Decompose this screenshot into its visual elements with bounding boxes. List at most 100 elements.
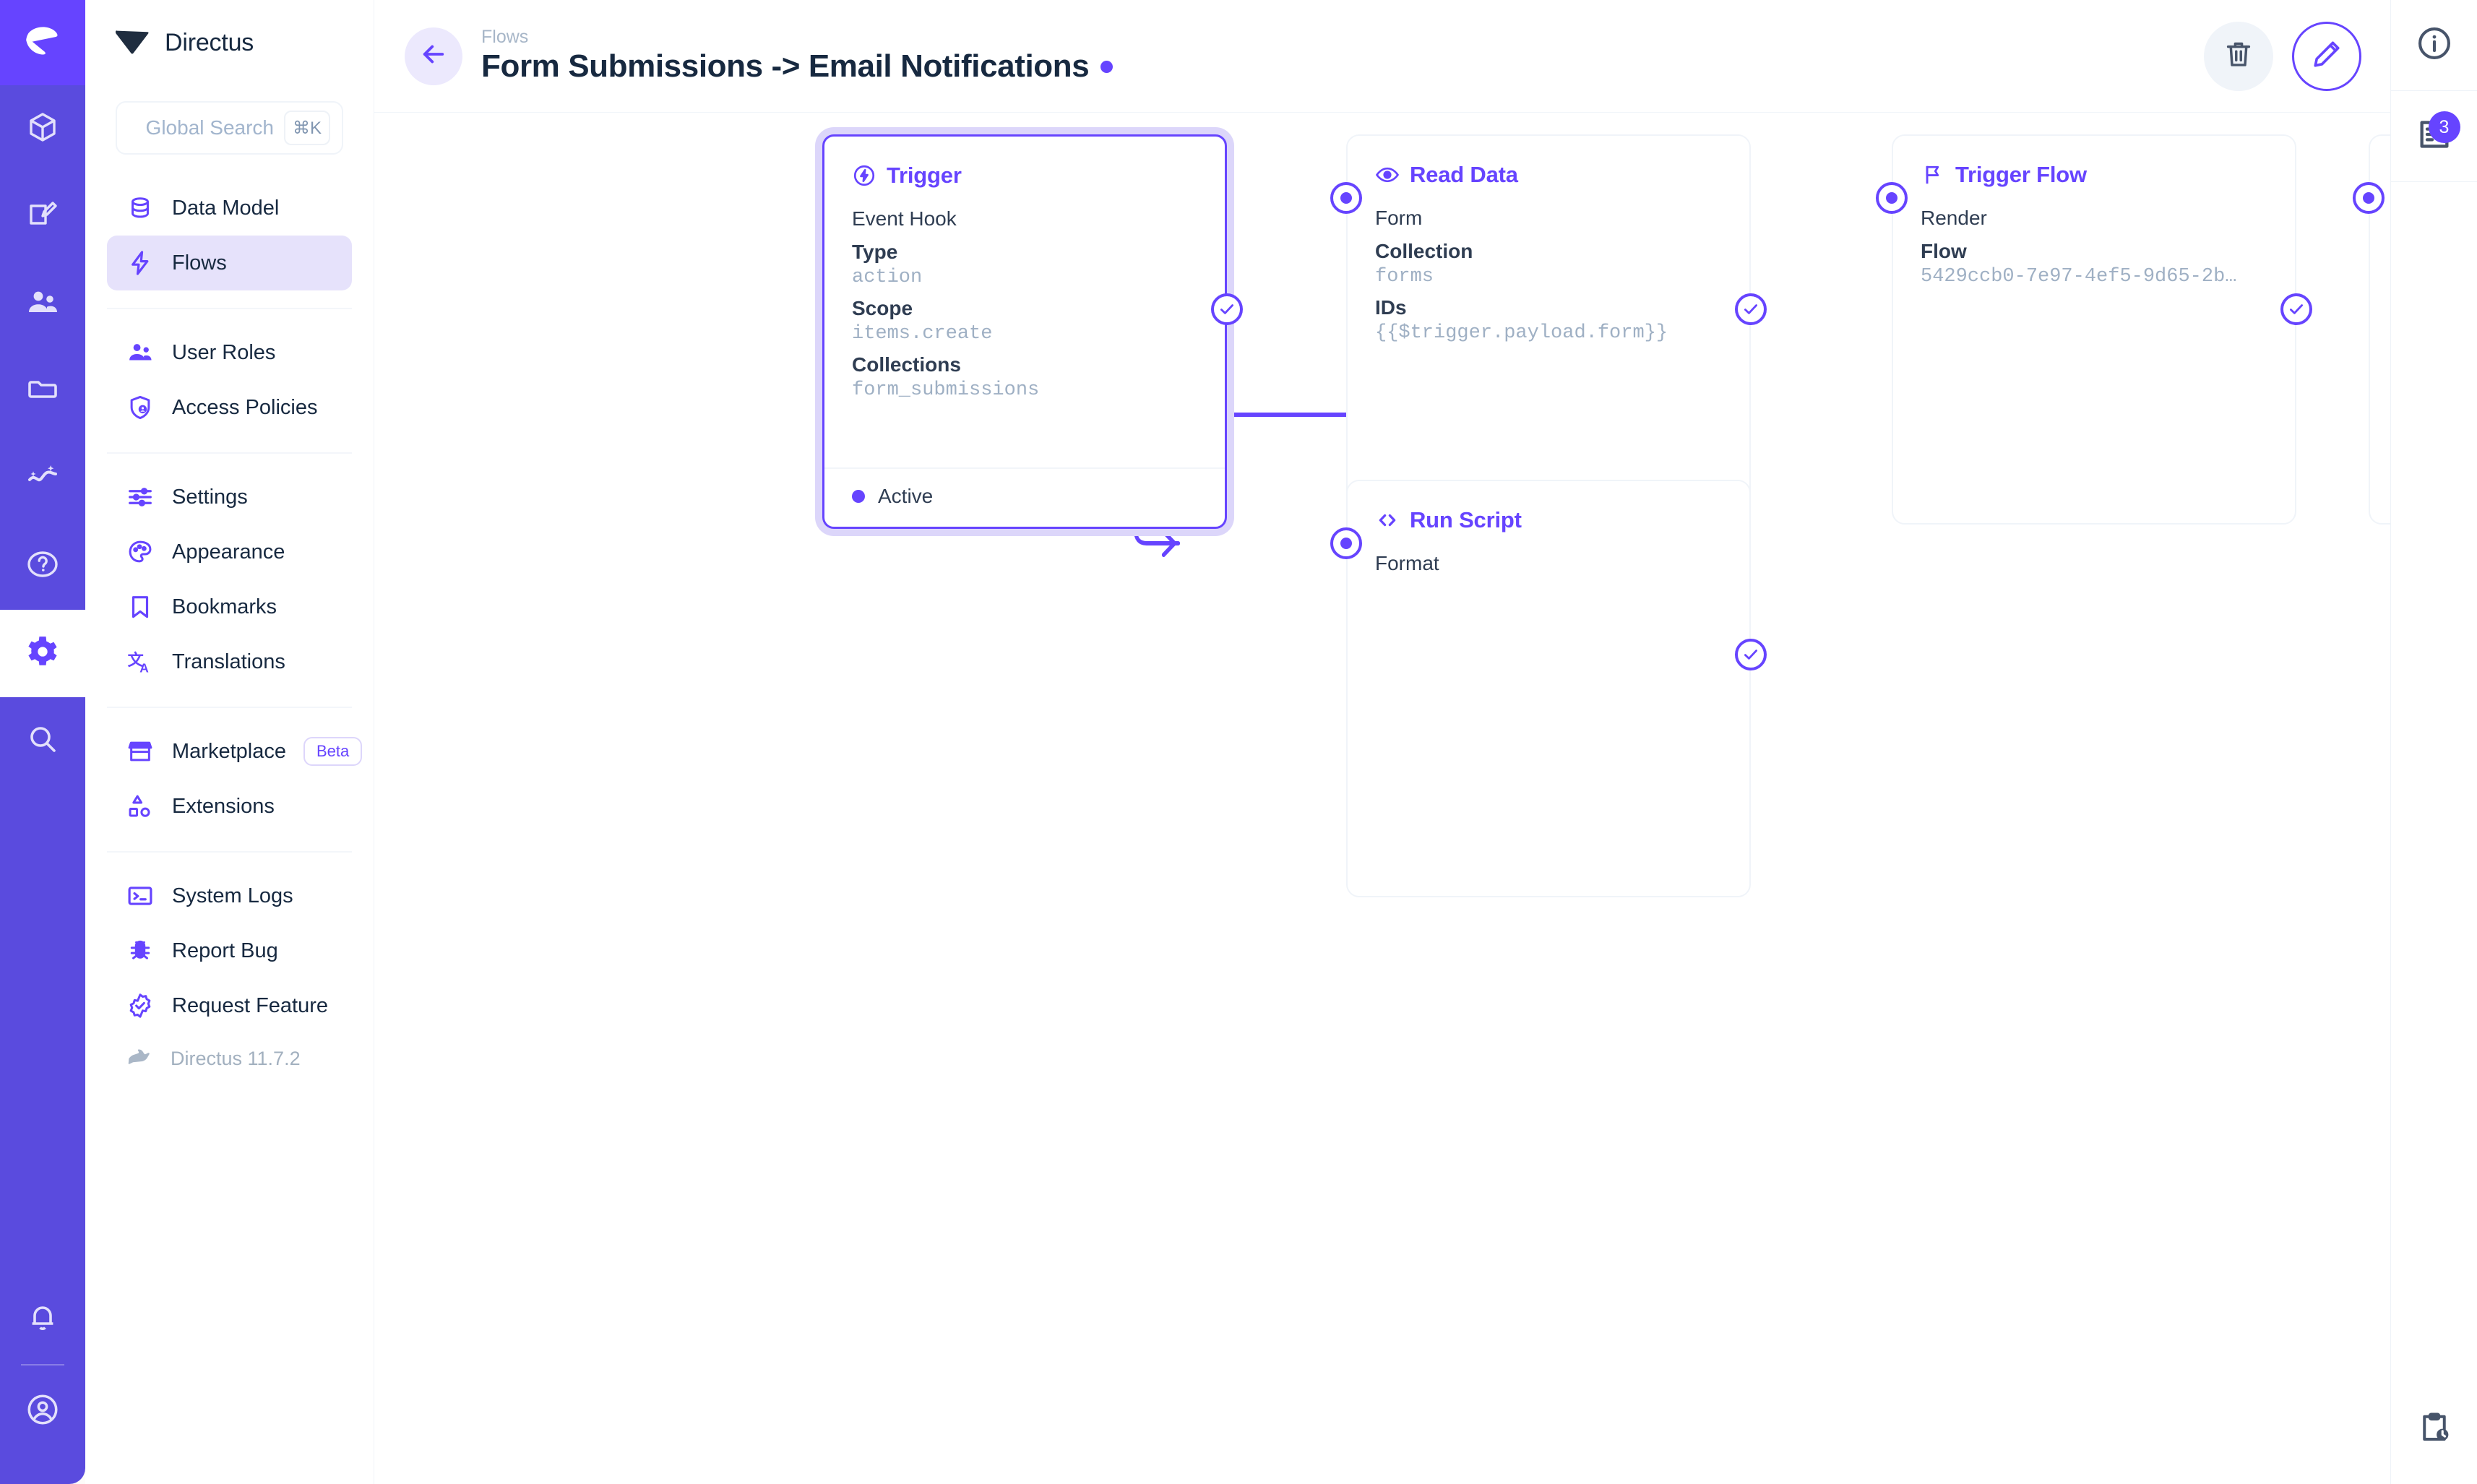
node-title: Trigger Flow [1955,162,2087,187]
bell-icon [25,1300,60,1338]
flow-logs-button[interactable]: 3 [2390,91,2477,182]
users-icon [126,338,155,367]
port-input-trigger-flow-send[interactable] [2353,182,2385,214]
svg-text:A: A [139,660,149,675]
sidebar-item-label: Access Policies [172,395,318,419]
sidebar-item-label: Data Model [172,196,280,220]
brand-name: Directus [165,28,254,56]
flow-node-run-script[interactable]: Run Script Format [1346,480,1751,897]
sidebar-item-settings[interactable]: Settings [107,470,352,525]
activity-history-button[interactable] [2391,1376,2477,1484]
sidebar-item-extensions[interactable]: Extensions [107,779,352,834]
port-dot [1340,192,1352,204]
field-label: Collections [852,353,961,376]
port-input-trigger-flow-render[interactable] [1876,182,1908,214]
directus-rabbit-icon [126,1046,153,1071]
sidebar-group-5: System Logs Report Bug [107,851,352,1088]
sidebar-item-flows[interactable]: Flows [107,236,352,290]
module-rail-item-content[interactable] [0,85,85,173]
flow-canvas[interactable]: Trigger Event Hook Type action Scope ite… [374,113,2390,1484]
activity-history-icon [2416,1410,2452,1450]
node-name: Event Hook [852,207,957,230]
bolt-icon [126,249,155,277]
module-rail-bottom [0,1279,85,1484]
bug-icon [126,936,155,965]
marketplace-beta-badge: Beta [303,737,363,766]
sidebar-item-bookmarks[interactable]: Bookmarks [107,579,352,634]
module-rail-item-editor[interactable] [0,173,85,260]
module-rail-item-file-library[interactable] [0,348,85,435]
flow-info-button[interactable] [2390,0,2477,91]
notifications-button[interactable] [0,1279,85,1358]
port-resolve-trigger[interactable] [1211,293,1243,325]
module-rail-item-directus-logo[interactable] [0,0,85,85]
search-input[interactable]: Global Search ⌘K [116,101,343,155]
account-icon [25,1392,61,1431]
edit-flow-button[interactable] [2292,21,2361,91]
node-body: Trigger Flow Render Flow 5429ccb0-7e97-4… [1893,136,2295,309]
module-rail-item-insights[interactable] [0,435,85,522]
module-rail-item-user-directory[interactable] [0,260,85,348]
node-body: Run Script Format [1348,481,1749,607]
field-value: 5429ccb0-7e97-4ef5-9d65-2b… [1921,266,2237,288]
port-resolve-run-script[interactable] [1735,639,1767,670]
field-label: Scope [852,297,913,319]
bookmark-icon [126,592,155,621]
sidebar-item-label: Marketplace [172,739,286,763]
sidebar-item-data-model[interactable]: Data Model [107,181,352,236]
flow-node-trigger[interactable]: Trigger Event Hook Type action Scope ite… [822,134,1227,529]
directus-brand-mark-icon [116,30,149,55]
sidebar-item-appearance[interactable]: Appearance [107,525,352,579]
module-rail [0,0,85,1484]
module-rail-item-help[interactable] [0,522,85,610]
badge-check-icon [126,991,155,1020]
shapes-icon [126,792,155,821]
sliders-icon [126,483,155,512]
node-header: Read Data [1375,162,1722,188]
sidebar-item-system-logs[interactable]: System Logs [107,868,352,923]
back-button[interactable] [405,27,462,85]
sidebar-item-label: User Roles [172,340,276,364]
help-circle-icon [25,547,60,585]
sidebar-item-translations[interactable]: 文 A Translations [107,634,352,689]
sidebar-group-4: Marketplace Beta Extensions [107,707,363,838]
node-body: Trigger Event Hook Type action Scope ite… [824,137,1225,467]
node-title: Read Data [1410,162,1518,187]
port-resolve-read-data[interactable] [1735,293,1767,325]
module-rail-item-search[interactable] [0,697,85,785]
page-header: Flows Form Submissions -> Email Notifica… [374,0,2390,113]
sidebar-item-user-roles[interactable]: User Roles [107,325,352,380]
breadcrumb[interactable]: Flows [481,26,529,47]
node-footer: Active [824,467,1225,527]
main-area: Flows Form Submissions -> Email Notifica… [374,0,2390,1484]
module-rail-item-settings[interactable] [0,610,85,697]
translate-icon: 文 A [126,647,155,676]
app-version: Directus 11.7.2 [107,1033,352,1084]
sidebar-item-access-policies[interactable]: Access Policies [107,380,352,435]
sidebar-header: Directus [85,0,374,85]
port-input-read-data[interactable] [1330,182,1362,214]
sidebar-item-label: Request Feature [172,993,329,1017]
port-resolve-trigger-flow-render[interactable] [2280,293,2312,325]
sidebar-nav: Data Model Flows [85,155,374,1484]
sidebar-item-report-bug[interactable]: Report Bug [107,923,352,978]
shield-user-icon [126,393,155,422]
app-version-label: Directus 11.7.2 [171,1047,301,1069]
port-input-run-script[interactable] [1330,527,1362,559]
code-icon [1375,508,1400,532]
field-value: forms [1375,266,1434,288]
pencil-icon [2310,38,2343,74]
flow-node-read-data[interactable]: Read Data Form Collection forms IDs {{$t… [1346,134,1751,525]
sidebar-group-3: Settings Appearance [107,452,352,694]
content-box-icon [25,110,60,148]
sidebar-item-request-feature[interactable]: Request Feature [107,978,352,1033]
account-button[interactable] [0,1371,85,1451]
node-name: Form [1375,207,1423,229]
node-body: Read Data Form Collection forms IDs {{$t… [1348,136,1749,366]
eye-icon [1375,163,1400,187]
sidebar-group-1: Data Model Flows [107,176,352,295]
flow-node-trigger-flow-render[interactable]: Trigger Flow Render Flow 5429ccb0-7e97-4… [1892,134,2296,525]
global-search[interactable]: Global Search ⌘K [85,85,374,155]
sidebar-item-marketplace[interactable]: Marketplace Beta [107,724,363,779]
delete-flow-button[interactable] [2204,21,2273,91]
